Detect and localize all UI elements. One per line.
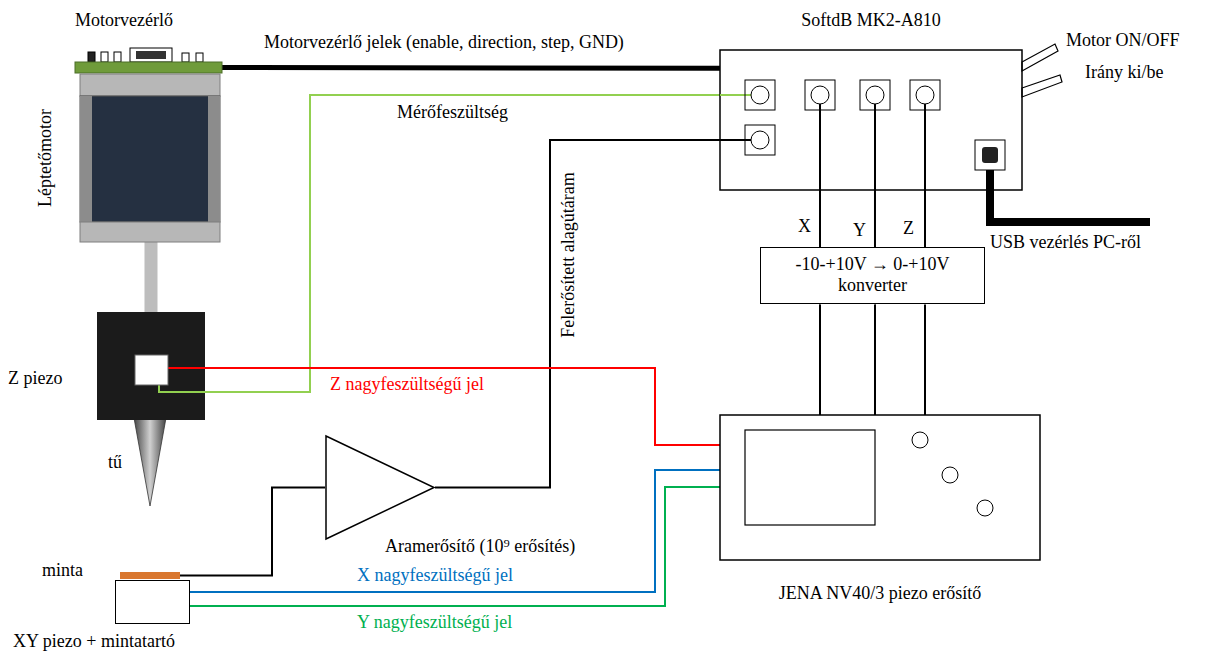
node-label: JENA NV40/3 piezo erősítő [720, 583, 1040, 604]
xy-piezo-holder: XY piezo + mintatartó [115, 580, 190, 624]
shape-outline [80, 74, 220, 242]
pin-header [88, 52, 95, 62]
signal-wire [819, 190, 821, 247]
signal-wire [190, 487, 720, 606]
daq-controller-box: SoftdB MK2-A810 [720, 50, 1022, 190]
motor-controller-board: Motorvezérlő [75, 62, 222, 73]
toggle-switch [1022, 75, 1062, 97]
node-label: Z piezo [8, 368, 62, 389]
signal-label: Motorvezérlő jelek (enable, direction, s… [262, 32, 626, 53]
signal-wire [435, 140, 720, 488]
needle-label: tű [108, 452, 122, 473]
signal-wire [190, 470, 720, 592]
node-label: -10-+10V → 0-+10V konverter [780, 248, 965, 301]
signal-wire [819, 304, 821, 415]
switch-label: Motor ON/OFF [1066, 30, 1180, 51]
pin-header [114, 52, 121, 62]
dsub-connector [130, 48, 172, 62]
signal-label: Felerősített alagútáram [558, 170, 579, 339]
shape-outline [720, 50, 1022, 190]
signal-wire [180, 488, 325, 576]
usb-label: USB vezérlés PC-ről [990, 232, 1141, 253]
usb-cable [990, 160, 1150, 222]
signal-label: Y [851, 220, 868, 241]
signal-wire [924, 304, 926, 415]
piezo-amplifier: JENA NV40/3 piezo erősítő [720, 415, 1040, 560]
sample: minta [120, 572, 180, 579]
signal-wire [924, 190, 926, 247]
node-label: Aramerősítő (10⁹ erősítés) [385, 536, 575, 557]
signal-label: Z nagyfeszültségű jel [328, 374, 486, 395]
shape-outline [720, 415, 1040, 560]
signal-label: X nagyfeszültségű jel [355, 565, 515, 586]
dsub-socket [136, 51, 166, 59]
motor-shaft [144, 242, 157, 312]
signal-label: X [796, 216, 813, 237]
node-label: Motorvezérlő [75, 10, 173, 31]
current-amplifier: Aramerősítő (10⁹ erősítés) [325, 435, 435, 540]
voltage-converter: -10-+10V → 0-+10V konverter [760, 247, 985, 304]
signal-wire [874, 190, 876, 247]
board-connectors [88, 48, 203, 62]
stepper-motor: Léptetőmotor [80, 74, 220, 242]
toggle-switch [1022, 44, 1058, 71]
shape-outline [75, 62, 222, 73]
tip-needle [134, 418, 166, 506]
signal-label: Mérőfeszültség [395, 102, 510, 123]
pin-header [101, 52, 108, 62]
z-piezo-block: Z piezo [97, 312, 205, 420]
pin-header [182, 53, 189, 62]
switch-label: Irány ki/be [1085, 62, 1163, 83]
signal-label: Y nagyfeszültségű jel [355, 612, 514, 633]
node-label: XY piezo + mintatartó [13, 631, 175, 652]
signal-wire [205, 368, 720, 445]
signal-wire [222, 65, 720, 71]
node-label: Léptetőmotor [35, 109, 56, 207]
signal-label: Z [901, 218, 916, 239]
shape-outline [97, 312, 205, 420]
signal-wire [874, 304, 876, 415]
node-label: minta [42, 560, 83, 581]
pin-header [196, 53, 203, 62]
shape-outline [325, 435, 435, 540]
node-label: SoftdB MK2-A810 [720, 10, 1022, 31]
